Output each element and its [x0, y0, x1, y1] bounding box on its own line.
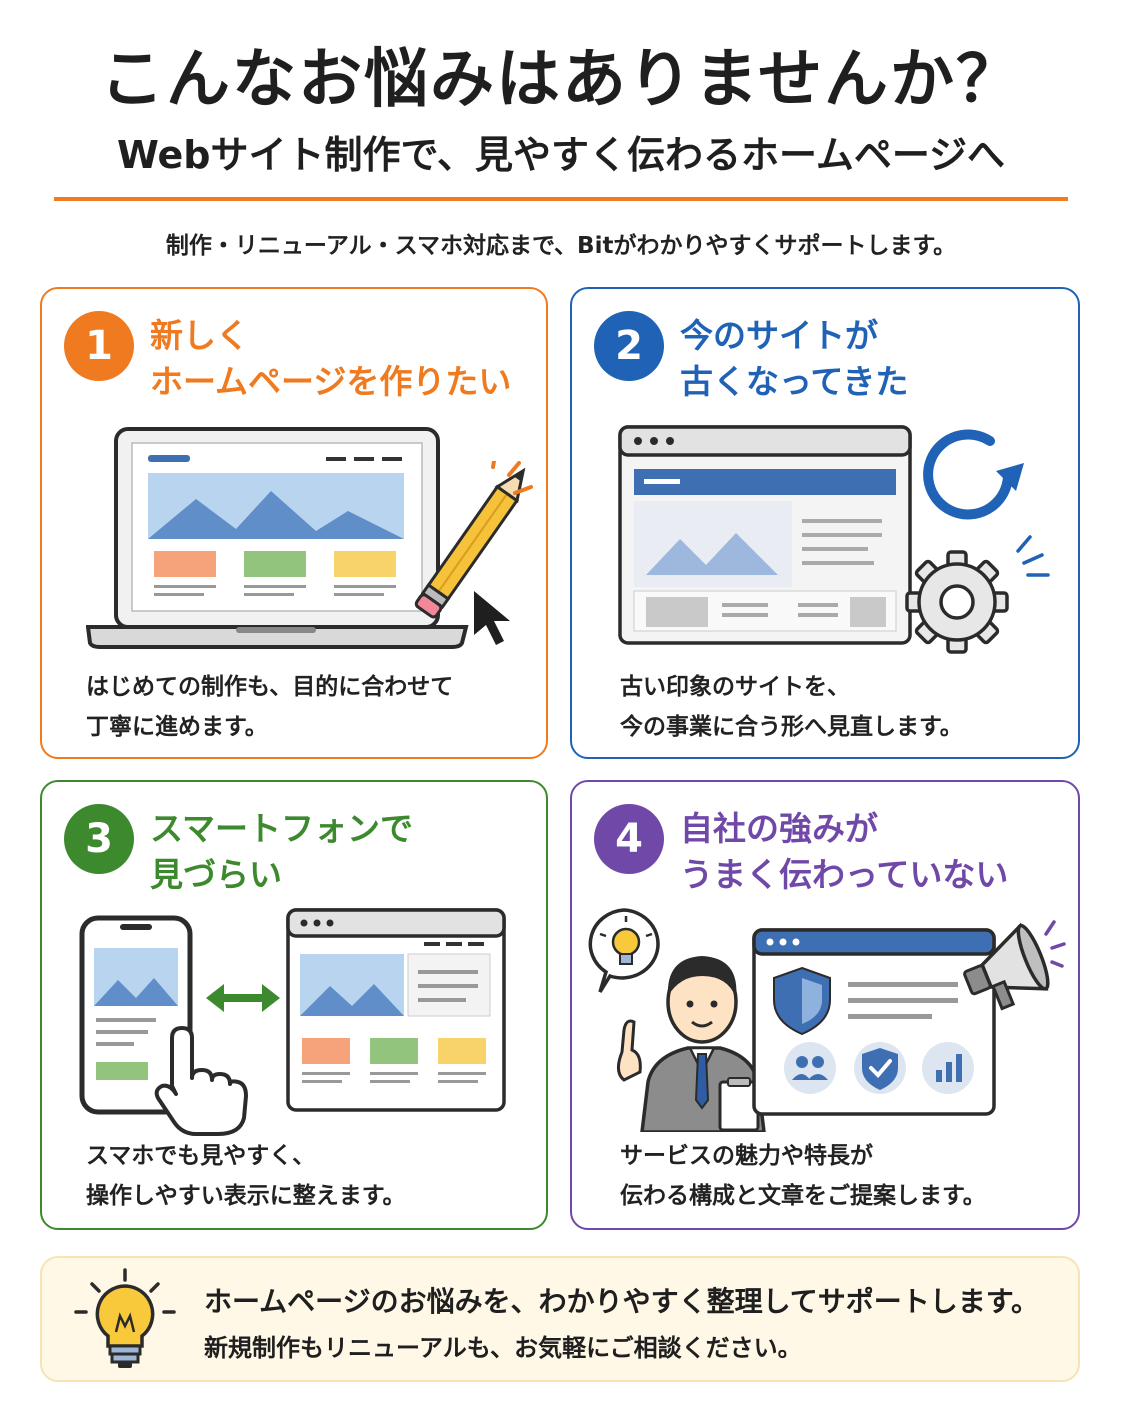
lightbulb-icon	[74, 1268, 176, 1368]
card-new-site: 1 新しく ホームページを作りたい はじめての制作も、目的に合わせて 丁	[40, 287, 548, 759]
badge-number: 4	[594, 804, 664, 874]
card-description: スマホでも見やすく、 操作しやすい表示に整えます。	[86, 1143, 406, 1209]
card-description: はじめての制作も、目的に合わせて 丁寧に進めます。	[86, 674, 454, 740]
page-subtitle: Webサイト制作で、見やすく伝わるホームページへ	[116, 133, 1006, 177]
footer-line-2: 新規制作もリニューアルも、お気軽にご相談ください。	[204, 1334, 802, 1362]
card-title: 新しく ホームページを作りたい	[150, 316, 512, 401]
card-strengths: 4 自社の強みが うまく伝わっていない	[570, 780, 1080, 1230]
bar-chart-icon	[922, 1042, 974, 1094]
badge-number: 3	[64, 804, 134, 874]
card-old-site: 2 今のサイトが 古くなってきた	[570, 287, 1080, 759]
cursor-icon	[474, 591, 510, 645]
megaphone-icon	[963, 920, 1066, 1011]
hand-pointer-icon	[154, 1026, 248, 1136]
refresh-icon	[923, 429, 1024, 520]
smartphone-icon	[79, 915, 193, 1115]
shield-icon	[773, 966, 831, 1036]
website-panel	[752, 928, 996, 1116]
sparkle-lines	[1016, 535, 1050, 577]
card-description: 古い印象のサイトを、 今の事業に合う形へ見直します。	[620, 674, 963, 740]
footer-banner: ホームページのお悩みを、わかりやすく整理してサポートします。 新規制作もリニュー…	[40, 1256, 1080, 1382]
check-icon	[854, 1042, 906, 1094]
browser-window-icon	[618, 425, 912, 645]
double-arrow-icon	[206, 984, 280, 1012]
card-smartphone: 3 スマートフォンで 見づらい スマホでも見やすく、 操作しやすい表示に整えます…	[40, 780, 548, 1230]
divider	[54, 197, 1068, 201]
businessman-icon	[617, 956, 766, 1132]
lightbulb-icon	[588, 908, 660, 993]
pencil-icon	[414, 461, 533, 619]
gear-icon	[905, 550, 1009, 654]
card-title: 今のサイトが 古くなってきた	[680, 316, 909, 401]
card-description: サービスの魅力や特長が 伝わる構成と文章をご提案します。	[620, 1143, 986, 1209]
footer-line-1: ホームページのお悩みを、わかりやすく整理してサポートします。	[204, 1285, 1039, 1318]
badge-number: 1	[64, 311, 134, 381]
lead-text: 制作・リニューアル・スマホ対応まで、Bitがわかりやすくサポートします。	[165, 233, 957, 259]
card-title: スマートフォンで 見づらい	[150, 809, 414, 894]
users-icon	[784, 1042, 836, 1094]
page-title: こんなお悩みはありませんか？	[99, 43, 1023, 117]
card-title: 自社の強みが うまく伝わっていない	[680, 809, 1009, 894]
browser-window-icon	[286, 908, 506, 1112]
badge-number: 2	[594, 311, 664, 381]
laptop-icon	[86, 427, 469, 649]
